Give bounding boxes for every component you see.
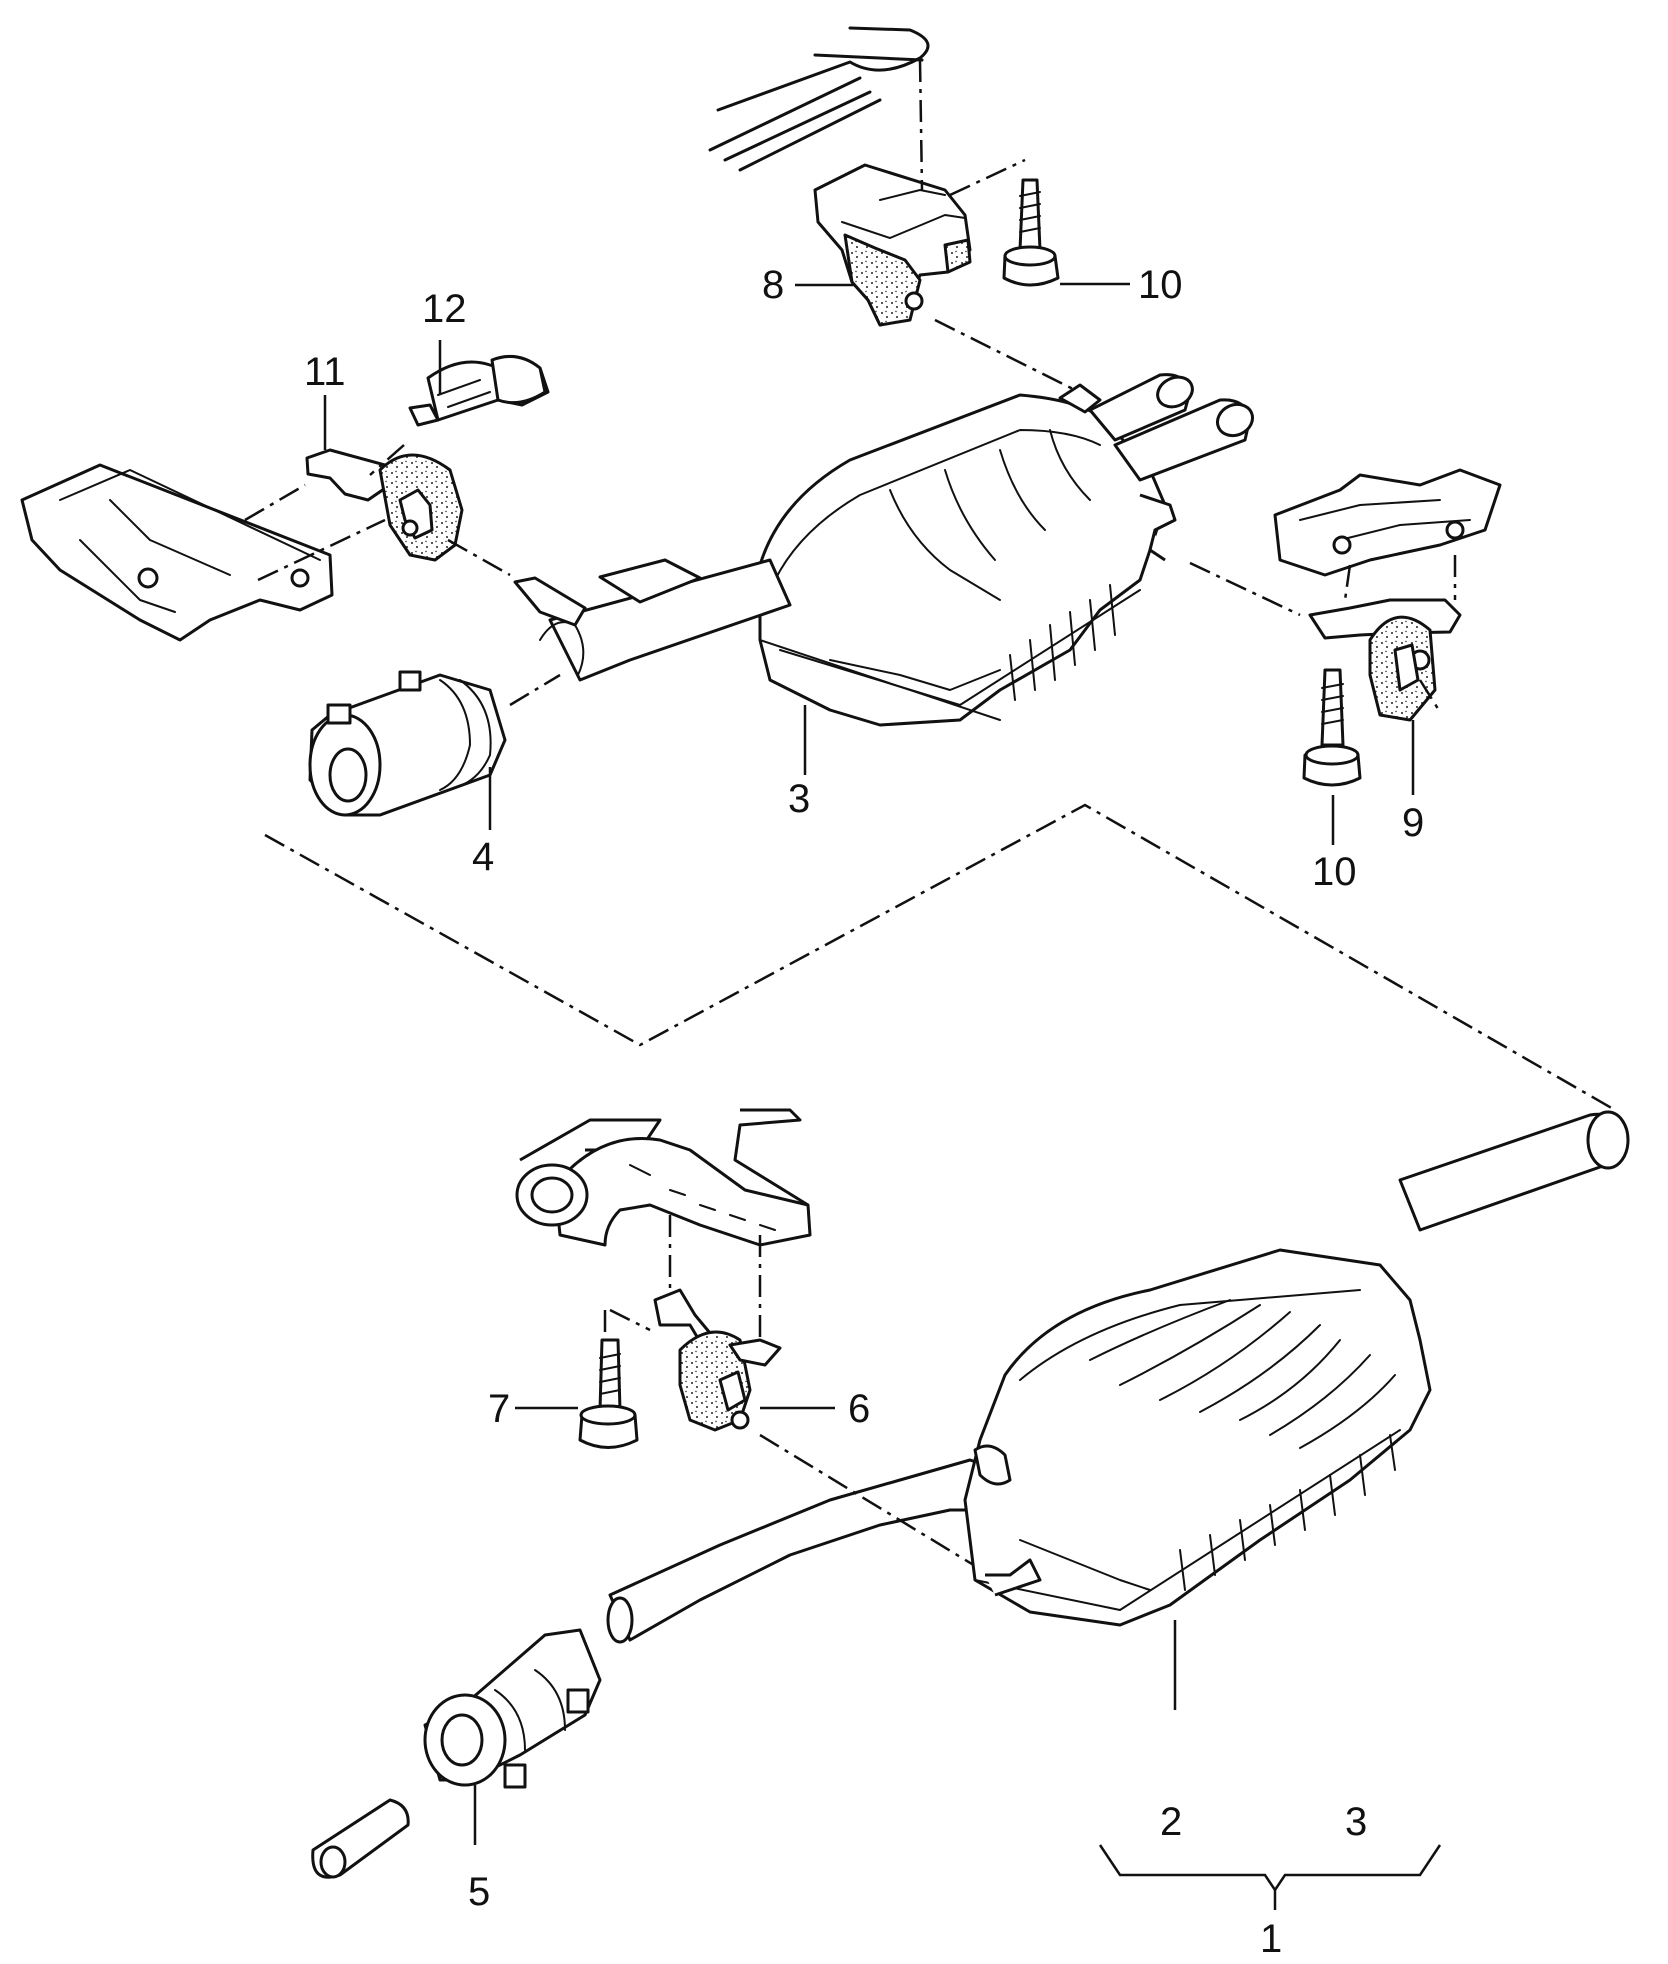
label-7: 7 (488, 1387, 510, 1431)
pipe-upper (513, 558, 792, 682)
rear-muffler-3 (758, 393, 1167, 727)
clamp-4 (308, 670, 507, 817)
hanger-11 (305, 448, 464, 562)
label-9: 9 (1402, 801, 1424, 845)
tailpipes-upper (1058, 373, 1255, 482)
clamp-5 (311, 1628, 602, 1879)
pipe-bracket-lower (515, 1108, 812, 1247)
bracket-8 (813, 163, 972, 327)
label-3-lower: 3 (1345, 1800, 1367, 1844)
label-1: 1 (1260, 1917, 1282, 1961)
label-2: 2 (1160, 1800, 1182, 1844)
label-10-lower: 10 (1312, 850, 1357, 894)
label-5: 5 (468, 1870, 490, 1914)
body-rail-upper (708, 26, 930, 172)
label-8: 8 (762, 263, 784, 307)
bolt-10-upper (1002, 178, 1060, 287)
label-11: 11 (304, 350, 346, 394)
label-6: 6 (848, 1387, 870, 1431)
heat-shield-left (20, 463, 334, 642)
label-3-upper: 3 (788, 777, 810, 821)
bolt-7 (578, 1310, 639, 1449)
hanger-6 (653, 1288, 782, 1432)
label-4: 4 (472, 835, 494, 879)
hanger-9 (1308, 598, 1462, 722)
center-muffler-2 (963, 1248, 1432, 1627)
heat-shield-right (1273, 468, 1502, 577)
bolt-10-lower (1302, 668, 1362, 787)
pipe-lower (606, 1110, 1630, 1644)
label-12: 12 (422, 287, 467, 331)
bolt-12 (408, 354, 550, 427)
label-10-upper: 10 (1138, 263, 1183, 307)
